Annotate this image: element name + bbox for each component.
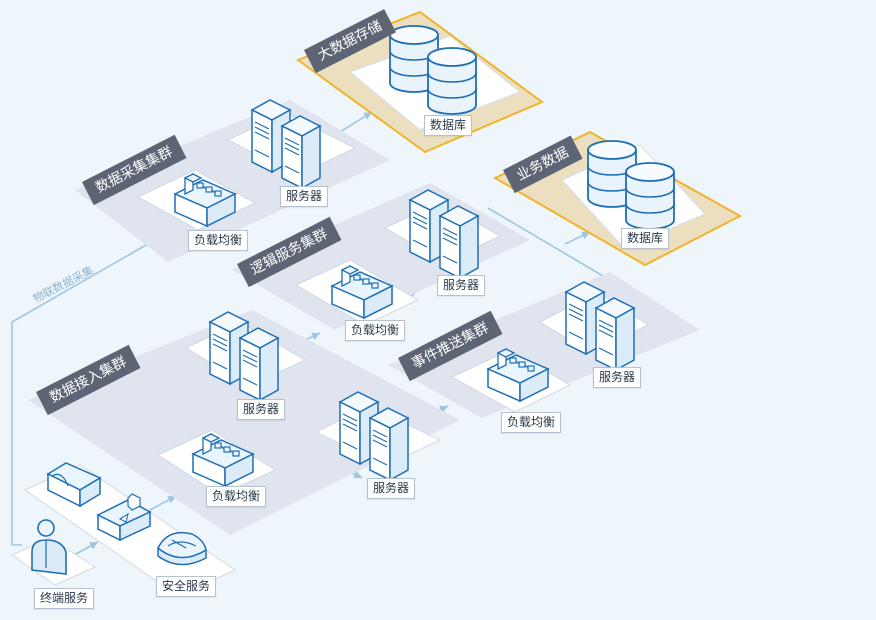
label-server-access-2: 服务器 xyxy=(367,478,416,499)
label-lb-collection: 负载均衡 xyxy=(188,230,249,251)
label-server-access-1: 服务器 xyxy=(237,399,286,420)
label-lb-event: 负载均衡 xyxy=(501,412,562,433)
user-icon xyxy=(31,519,67,575)
label-lb-access: 负载均衡 xyxy=(206,486,267,507)
label-security: 安全服务 xyxy=(156,576,217,597)
security-icon xyxy=(157,531,207,566)
label-lb-logic: 负载均衡 xyxy=(345,320,406,341)
label-server-event: 服务器 xyxy=(593,367,642,388)
label-server-logic: 服务器 xyxy=(437,275,486,296)
label-database-top: 数据库 xyxy=(424,115,473,136)
gateway-icon xyxy=(46,462,102,508)
label-database-right: 数据库 xyxy=(621,228,670,249)
firewall-icon xyxy=(96,493,152,542)
label-server-collection: 服务器 xyxy=(280,186,329,207)
label-terminal: 终端服务 xyxy=(34,588,95,609)
